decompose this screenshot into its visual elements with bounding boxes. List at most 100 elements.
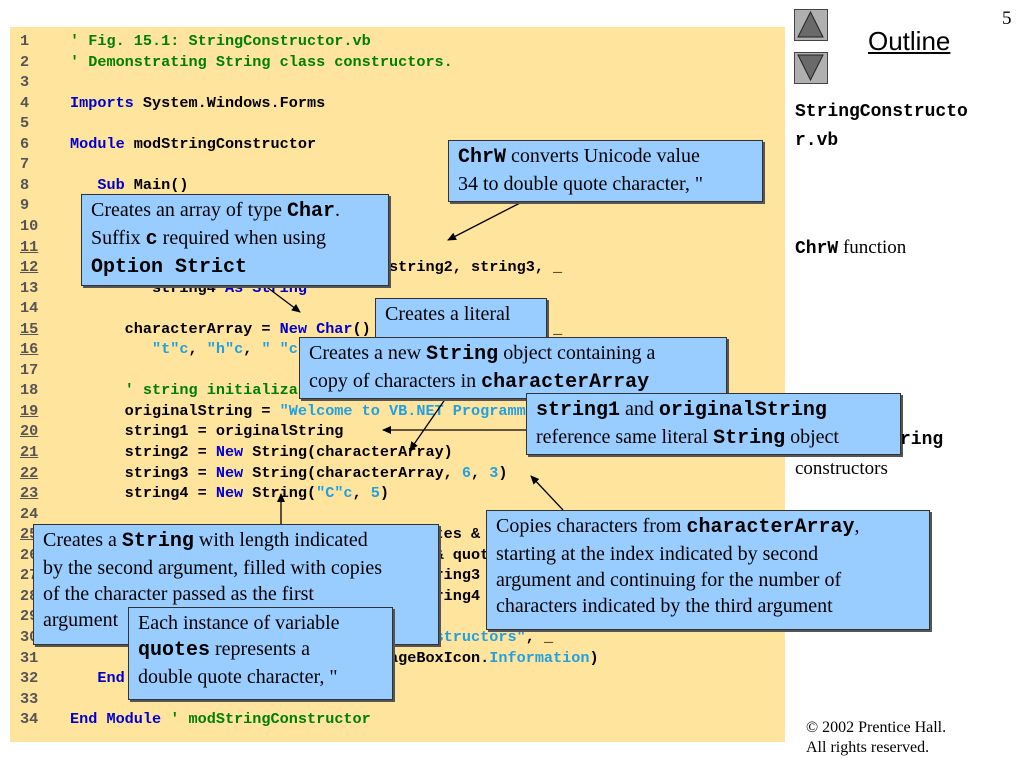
callout-mono: String [713, 427, 786, 450]
callout-text: represents a [210, 638, 310, 660]
line-number: 24 [20, 504, 39, 523]
callout-text: Creates a literal [385, 303, 511, 325]
code-text: ' Fig. 15.1: StringConstructor.vb [70, 31, 371, 51]
callout-text: starting at the index indicated by secon… [496, 543, 819, 565]
copyright: © 2002 Prentice Hall. All rights reserve… [806, 718, 946, 758]
code-token: System.Windows.Forms [142, 93, 326, 112]
line-number: 13 [20, 278, 39, 297]
code-text: Imports System.Windows.Forms [70, 93, 325, 113]
code-token: string1 = originalString [70, 422, 344, 441]
line-number: 10 [20, 216, 39, 235]
literal: 5 [370, 484, 380, 503]
down-arrow-icon [797, 54, 824, 82]
callout-mono: Char [287, 200, 336, 223]
callout-text: of the character passed as the first [43, 583, 314, 605]
callout-text: copy of characters in [309, 370, 482, 392]
page-number: 5 [1002, 8, 1012, 29]
callout-text: Each instance of variable [138, 612, 340, 634]
code-text: Module modStringConstructor [70, 134, 316, 154]
code-token: String( [243, 484, 317, 503]
line-number: 31 [20, 648, 39, 667]
code-token: ) [498, 463, 508, 482]
line-number: 15 [20, 319, 39, 338]
filename-part: r.vb [795, 131, 839, 151]
code-token [70, 669, 97, 687]
outline-constructors-note: constructors [795, 458, 888, 480]
line-number: 17 [20, 360, 39, 379]
code-token: String(characterArray, [243, 463, 462, 482]
code-text: End Module ' modStringConstructor [70, 709, 371, 729]
callout-text: 34 to double quote character, " [458, 173, 704, 195]
callout-text: argument [43, 609, 119, 631]
line-number: 8 [20, 175, 30, 194]
line-number: 3 [20, 73, 30, 92]
code-token [70, 381, 125, 399]
line-number: 20 [20, 422, 39, 441]
line-number: 19 [20, 401, 39, 420]
callout-char-array: Creates an array of type Char. Suffix c … [81, 194, 389, 286]
code-token: ) [589, 648, 599, 667]
code-token: , _ [525, 627, 554, 646]
callout-mono: string1 [536, 399, 621, 422]
code-token: modStringConstructor [124, 134, 317, 153]
callout-mono: Option Strict [91, 256, 248, 279]
code-token: string2 = [70, 443, 216, 461]
note-text: function [838, 237, 907, 258]
code-token: , [243, 340, 262, 359]
line-number: 21 [20, 443, 39, 461]
code-token: string4 = [70, 484, 216, 503]
note-mono: ring [900, 430, 944, 450]
keyword: New [215, 484, 244, 503]
callout-text: double quote character, " [138, 666, 338, 688]
line-number: 34 [20, 710, 39, 729]
code-token: ) [379, 484, 390, 503]
callout-mono: originalString [658, 399, 827, 422]
callout-text: reference same literal [536, 426, 714, 448]
line-number: 6 [20, 134, 30, 153]
code-text: ' string initialization [70, 380, 335, 400]
code-token: Main() [124, 175, 189, 194]
callout-copies: Copies characters from characterArray, s… [486, 510, 930, 630]
previous-slide-button[interactable] [794, 9, 828, 41]
line-number: 16 [20, 340, 39, 359]
copyright-line: © 2002 Prentice Hall. [806, 719, 947, 736]
line-number: 22 [20, 463, 39, 482]
keyword: New [215, 463, 244, 482]
callout-quotes: Each instance of variable quotes represe… [128, 607, 393, 700]
keyword: New Char [279, 319, 353, 338]
callout-text: argument and continuing for the number o… [496, 569, 842, 591]
code-token [161, 710, 170, 728]
code-text: string1 = originalString [70, 421, 344, 441]
outline-filename: StringConstructo r.vb [795, 98, 968, 156]
code-text: originalString = "Welcome to VB.NET Prog… [70, 401, 572, 421]
literal: "h"c [206, 340, 244, 359]
callout-text: object [785, 426, 839, 448]
outline-chrw-note: ChrW function [795, 237, 906, 259]
line-number: 4 [20, 93, 30, 112]
callout-same-ref: string1 and originalString reference sam… [526, 393, 901, 455]
outline-link[interactable]: Outline [868, 26, 951, 56]
callout-text: Creates an array of type [91, 199, 288, 221]
filename-part: StringConstructo [795, 102, 968, 122]
callout-mono: quotes [138, 639, 211, 662]
code-text: Sub Main() [70, 175, 189, 195]
code-token [70, 340, 152, 358]
callout-new-string: Creates a new String object containing a… [299, 337, 727, 399]
callout-literal: Creates a literal [375, 298, 547, 342]
code-text: ' Demonstrating String class constructor… [70, 52, 453, 72]
copyright-line: All rights reserved. [806, 739, 930, 756]
callout-mono: characterArray [481, 371, 650, 394]
literal: 6 [461, 463, 472, 482]
line-number: 9 [20, 196, 30, 215]
next-slide-button[interactable] [794, 52, 828, 84]
code-token: , [471, 463, 490, 482]
callout-text: Copies characters from [496, 515, 687, 537]
line-number: 33 [20, 689, 39, 708]
line-number: 5 [20, 114, 30, 133]
line-number: 14 [20, 299, 39, 318]
callout-text: object containing a [498, 342, 656, 364]
comment: ' Demonstrating String class constructor… [70, 52, 453, 71]
code-text: string4 = New String("C"c, 5) [70, 483, 389, 503]
callout-text: with length indicated [193, 529, 368, 551]
line-number: 12 [20, 258, 39, 277]
